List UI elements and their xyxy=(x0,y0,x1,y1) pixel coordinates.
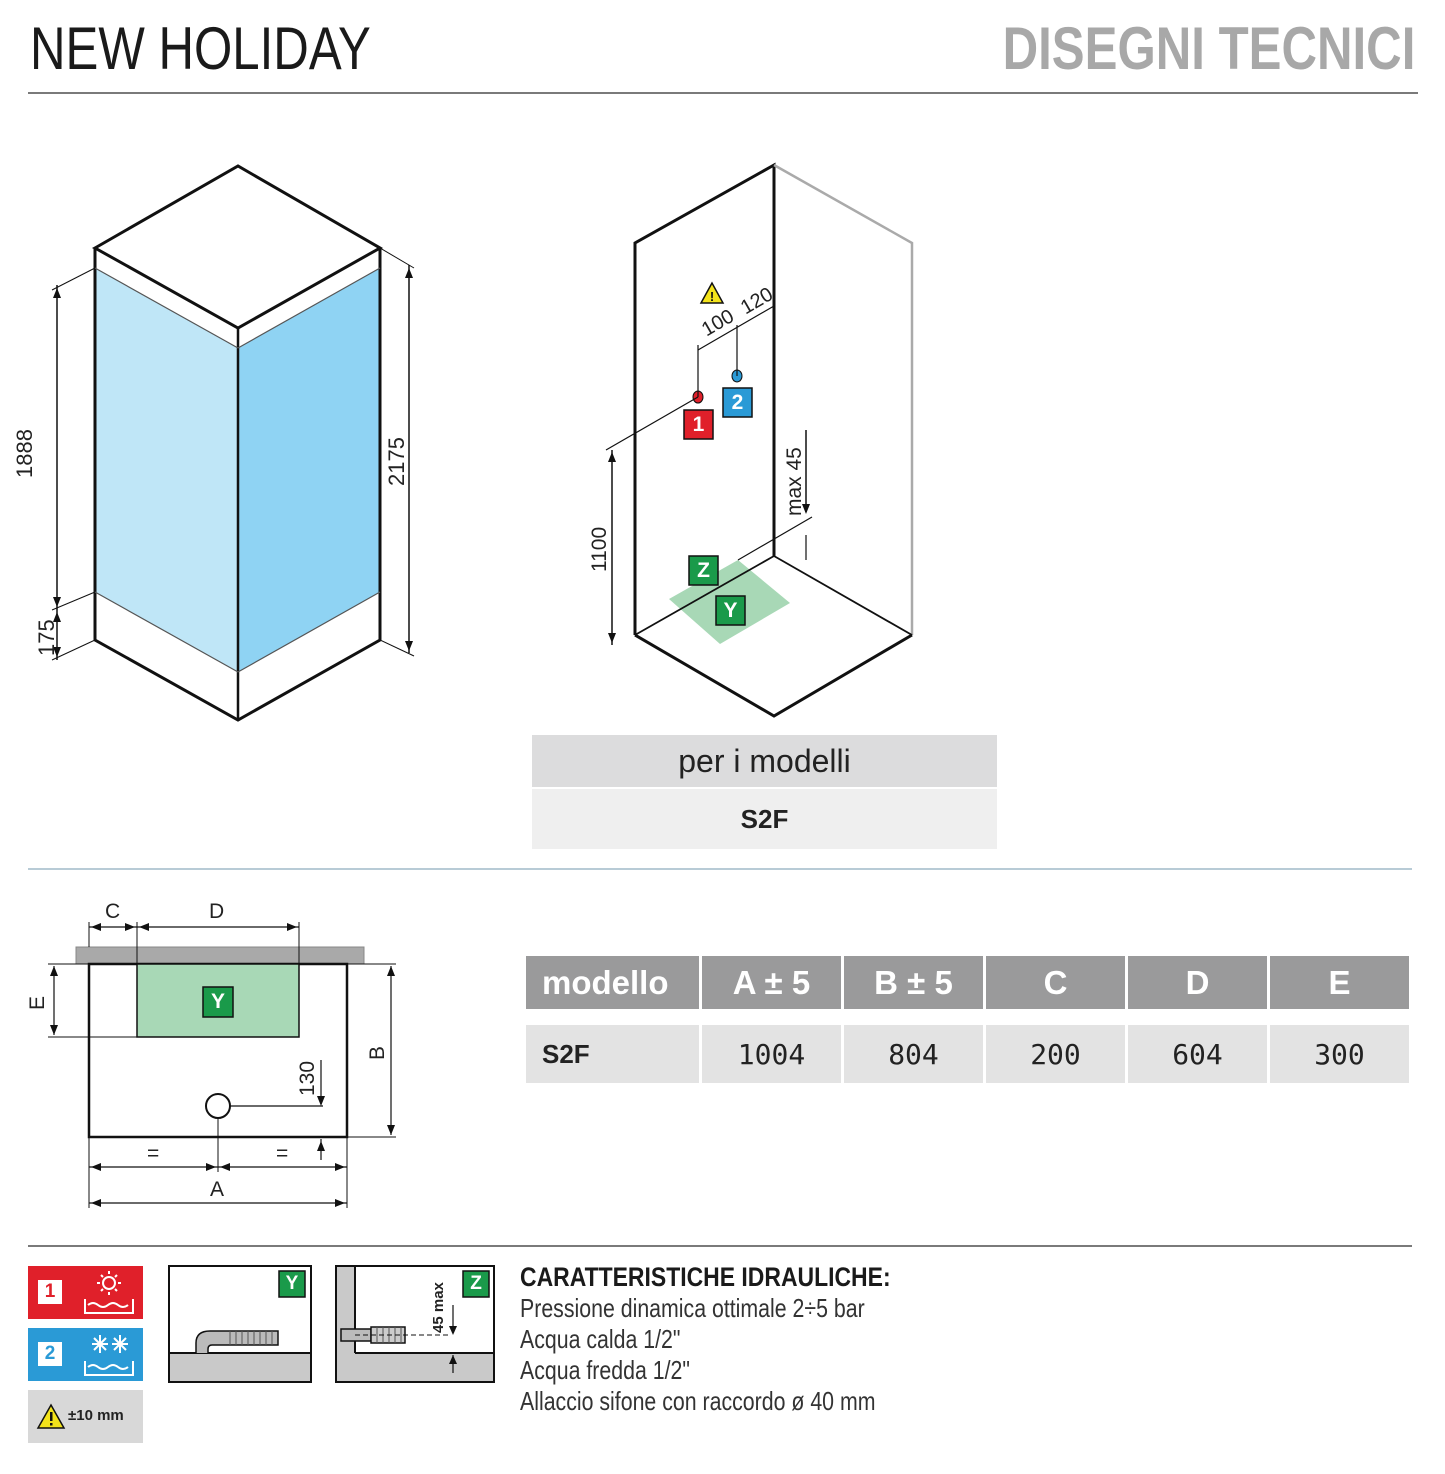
marker-z-label: Z xyxy=(697,559,710,582)
plan-label-e: E xyxy=(26,995,49,1010)
dim-1888-label: 1888 xyxy=(12,429,37,478)
marker-cold-label: 2 xyxy=(731,391,744,414)
product-name: NEW HOLIDAY xyxy=(30,15,371,82)
header-c: C xyxy=(986,956,1125,1009)
tolerance-text: ±10 mm xyxy=(68,1407,124,1424)
plan-label-b: B xyxy=(366,1045,389,1060)
marker-y-label: Y xyxy=(723,599,738,622)
legend-hot-number: 1 xyxy=(38,1280,62,1304)
drain-detail-z xyxy=(335,1265,495,1383)
cell-model: S2F xyxy=(526,1025,699,1083)
drain-detail-z-label: Z xyxy=(470,1273,482,1294)
svg-text:!: ! xyxy=(710,289,714,304)
drain-detail-y xyxy=(168,1265,312,1383)
legend-tolerance: ±10 mm xyxy=(28,1390,143,1443)
section-title: DISEGNI TECNICI xyxy=(1002,15,1415,82)
header-modello: modello xyxy=(526,956,699,1009)
dim-1100-label: 1100 xyxy=(588,526,611,572)
snowflake-water-icon xyxy=(84,1335,134,1376)
hydraulics-cold-water: Acqua fredda 1/2" xyxy=(520,1355,690,1385)
legend-cold-number: 2 xyxy=(38,1342,62,1366)
hydraulics-title: CARATTERISTICHE IDRAULICHE: xyxy=(520,1262,891,1292)
models-label: per i modelli xyxy=(532,735,997,787)
plan-label-eq1: = xyxy=(147,1142,160,1165)
hydraulics-drain: Allaccio sifone con raccordo ø 40 mm xyxy=(520,1386,876,1416)
wall-connections-drawing: ! xyxy=(605,162,914,718)
table-row: S2F 1004 804 200 604 300 xyxy=(526,1025,1409,1083)
plan-label-c: C xyxy=(105,900,121,923)
header-d: D xyxy=(1128,956,1267,1009)
header-e: E xyxy=(1270,956,1409,1009)
section-divider-blue xyxy=(28,868,1412,870)
cabin-isometric-drawing xyxy=(51,164,415,722)
hydraulics-pressure: Pressione dinamica ottimale 2÷5 bar xyxy=(520,1293,865,1323)
plan-label-eq2: = xyxy=(276,1142,289,1165)
dim-2175-label: 2175 xyxy=(384,437,409,486)
marker-hot-label: 1 xyxy=(692,413,705,436)
dim-175-label: 175 xyxy=(34,619,59,656)
cabin-left-glass xyxy=(95,268,238,672)
cell-b: 804 xyxy=(844,1025,983,1083)
dim-max45-label: max 45 xyxy=(783,447,806,516)
drain-detail-z-dim: 45 max xyxy=(430,1282,447,1333)
plan-label-a: A xyxy=(210,1178,225,1201)
plan-label-d: D xyxy=(209,900,225,923)
cell-d: 604 xyxy=(1128,1025,1267,1083)
header-divider xyxy=(28,92,1418,94)
legend-cold-water: 2 xyxy=(28,1328,143,1381)
shower-tray-plan-drawing xyxy=(48,922,396,1208)
plan-dim-130: 130 xyxy=(296,1060,319,1096)
header-b: B ± 5 xyxy=(844,956,983,1009)
cabin-right-glass xyxy=(238,268,380,672)
header-a: A ± 5 xyxy=(702,956,841,1009)
cell-c: 200 xyxy=(986,1025,1125,1083)
cell-e: 300 xyxy=(1270,1025,1409,1083)
drain-detail-y-label: Y xyxy=(285,1273,299,1294)
models-value: S2F xyxy=(532,789,997,849)
dimensions-table: modello A ± 5 B ± 5 C D E S2F 1004 804 2… xyxy=(523,953,1412,1086)
table-header-row: modello A ± 5 B ± 5 C D E xyxy=(526,956,1409,1009)
hydraulics-hot-water: Acqua calda 1/2" xyxy=(520,1324,681,1354)
plan-marker-y: Y xyxy=(210,990,225,1013)
sun-water-icon xyxy=(84,1271,134,1314)
legend-divider xyxy=(28,1245,1412,1247)
cell-a: 1004 xyxy=(702,1025,841,1083)
legend-hot-water: 1 xyxy=(28,1266,143,1319)
warning-icon xyxy=(36,1403,66,1429)
